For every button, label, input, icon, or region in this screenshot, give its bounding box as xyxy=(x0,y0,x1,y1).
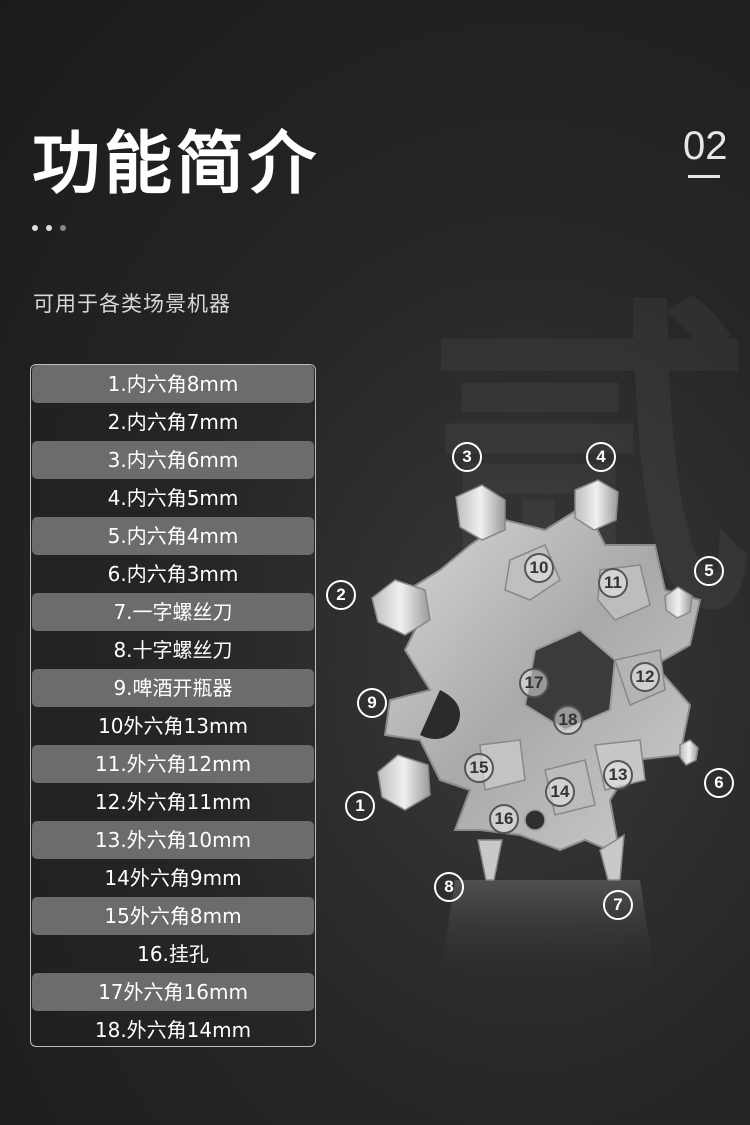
spec-row: 9.啤酒开瓶器 xyxy=(32,669,314,707)
pagination-dots xyxy=(32,225,66,231)
spec-row: 12.外六角11mm xyxy=(94,790,252,814)
callout-badge: 13 xyxy=(603,760,633,790)
callout-badge: 6 xyxy=(704,768,734,798)
spec-row: 13.外六角10mm xyxy=(32,821,314,859)
dot xyxy=(46,225,52,231)
dot xyxy=(60,225,66,231)
phillips-tip xyxy=(477,839,503,881)
spec-row: 7.一字螺丝刀 xyxy=(32,593,314,631)
dot xyxy=(32,225,38,231)
callout-badge: 12 xyxy=(630,662,660,692)
spec-row: 14外六角9mm xyxy=(104,866,242,890)
callout-badge: 7 xyxy=(603,890,633,920)
spec-row: 6.内六角3mm xyxy=(107,562,239,586)
callout-badge: 11 xyxy=(598,568,628,598)
hex-bit-group xyxy=(371,479,699,811)
callout-badge: 15 xyxy=(464,753,494,783)
callout-badge: 4 xyxy=(586,442,616,472)
callout-badge: 10 xyxy=(524,553,554,583)
callout-badge: 18 xyxy=(553,705,583,735)
spec-row: 4.内六角5mm xyxy=(107,486,239,510)
callout-badge: 8 xyxy=(434,872,464,902)
callout-badge: 16 xyxy=(489,804,519,834)
spec-row: 1.内六角8mm xyxy=(32,365,314,403)
floor-reflection xyxy=(440,880,655,980)
spec-row: 11.外六角12mm xyxy=(32,745,314,783)
spec-row: 16.挂孔 xyxy=(137,942,209,966)
callout-badge: 17 xyxy=(519,668,549,698)
callout-badge: 2 xyxy=(326,580,356,610)
spec-table: 1.内六角8mm 2.内六角7mm 3.内六角6mm 4.内六角5mm 5.内六… xyxy=(30,364,316,1047)
spec-row: 15外六角8mm xyxy=(32,897,314,935)
page-title: 功能简介 xyxy=(32,125,321,204)
callout-badge: 9 xyxy=(357,688,387,718)
spec-row: 5.内六角4mm xyxy=(32,517,314,555)
callout-badge: 3 xyxy=(452,442,482,472)
spec-row: 3.内六角6mm xyxy=(32,441,314,479)
spec-row: 17外六角16mm xyxy=(32,973,314,1011)
callout-badge: 1 xyxy=(345,791,375,821)
page-number-underline xyxy=(688,175,720,178)
callout-badge: 14 xyxy=(545,777,575,807)
spec-row: 2.内六角7mm xyxy=(107,410,239,434)
spec-row: 18.外六角14mm xyxy=(94,1018,252,1042)
page-number: 02 xyxy=(683,124,728,168)
callout-badge: 5 xyxy=(694,556,724,586)
spec-row: 8.十字螺丝刀 xyxy=(113,638,233,662)
spec-row: 10外六角13mm xyxy=(98,714,248,738)
subtitle: 可用于各类场景机器 xyxy=(33,292,231,316)
